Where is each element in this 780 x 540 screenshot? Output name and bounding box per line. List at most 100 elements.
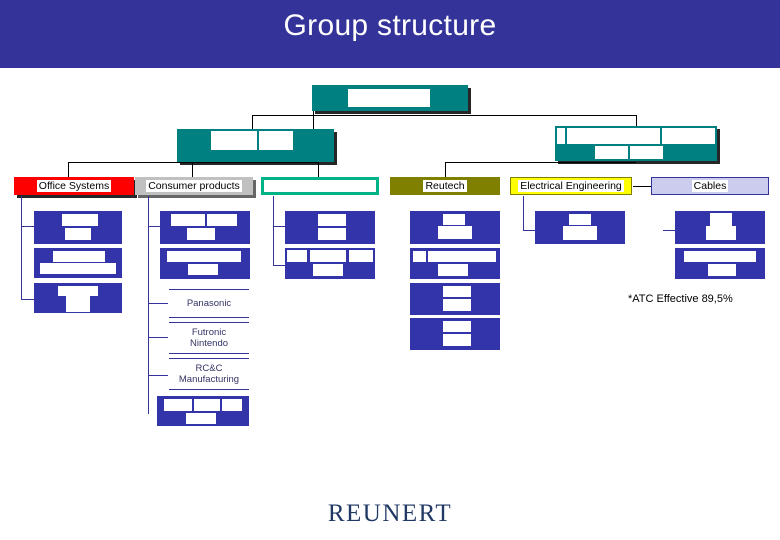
connector-consumer-products-spine <box>148 196 149 414</box>
connector-tier2-bus <box>252 115 637 116</box>
unlabelled-sub-1-redaction-b <box>318 228 346 240</box>
division-office-systems[interactable]: Office Systems <box>14 177 134 195</box>
consumer-products-sub-1-redaction-b <box>207 214 237 226</box>
connector-tier3-bus-right <box>445 162 636 163</box>
consumer-products-sub-2 <box>160 248 250 279</box>
division-group-right-box <box>555 126 717 161</box>
reutech-sub-3 <box>410 283 500 315</box>
electrical-engineering-sub-1 <box>535 211 625 244</box>
connector-root-stem <box>313 111 314 132</box>
connector-electrical-engineering-branch-1 <box>523 230 535 231</box>
connector-consumer-products-branch-futronic <box>148 337 168 338</box>
connector-consumer-products-branch-1 <box>148 226 160 227</box>
reutech-sub-3-redaction-a <box>443 286 471 297</box>
division-group-right-redaction-a <box>557 128 565 144</box>
unlabelled-sub-2-redaction-d <box>313 264 343 276</box>
consumer-products-sub-last-redaction-b <box>194 399 220 411</box>
connector-drop-office-systems <box>68 162 69 178</box>
division-group-right-redaction-d <box>595 146 628 159</box>
cables-sub-1-redaction-b <box>706 226 736 240</box>
connector-electrical-engineering-spine <box>523 196 524 231</box>
consumer-products-sub-last-redaction-d <box>186 413 216 424</box>
reutech-sub-2-redaction-b <box>428 251 496 262</box>
reutech-sub-1-redaction-a <box>443 214 465 225</box>
division-group-right-redaction-c <box>662 128 715 144</box>
division-consumer-products[interactable]: Consumer products <box>135 177 253 195</box>
page-title: Group structure <box>283 9 497 42</box>
connector-ee-to-cables <box>633 186 651 187</box>
connector-tier3-bus-left <box>68 162 318 163</box>
reunert-logo: REUNERT <box>327 500 453 527</box>
connector-consumer-products-branch-rcc <box>148 375 168 376</box>
connector-office-systems-branch-3 <box>21 299 34 300</box>
unlabelled-sub-2-redaction-c <box>349 250 373 262</box>
reutech-sub-4 <box>410 318 500 350</box>
electrical-engineering-sub-1-redaction-a <box>569 214 591 225</box>
connector-office-systems-branch-1 <box>21 226 34 227</box>
division-office-systems-label: Office Systems <box>36 180 112 192</box>
consumer-products-sub-last-redaction-a <box>164 399 192 411</box>
reutech-sub-4-redaction-a <box>443 321 471 332</box>
unlabelled-sub-2-redaction-b <box>310 250 346 262</box>
connector-unlabelled-spine <box>273 196 274 266</box>
footnote-atc-effective: *ATC Effective 89,5% <box>628 293 733 305</box>
office-systems-sub-3-redaction-a <box>58 286 98 296</box>
brand-futronic-nintendo-label: Futronic Nintendo <box>189 327 229 349</box>
unlabelled-sub-2 <box>285 248 375 279</box>
office-systems-sub-3-redaction-b <box>66 296 90 312</box>
consumer-products-sub-2-redaction-b <box>188 264 218 275</box>
consumer-products-sub-1-redaction-a <box>171 214 205 226</box>
reutech-sub-1 <box>410 211 500 244</box>
reutech-sub-4-redaction-b <box>443 334 471 346</box>
group-holding-redaction <box>348 89 430 107</box>
reutech-sub-2-redaction-c <box>438 264 468 276</box>
consumer-products-sub-last <box>157 396 249 426</box>
connector-unlabelled-branch-2 <box>273 265 285 266</box>
division-consumer-products-label: Consumer products <box>146 180 242 192</box>
office-systems-sub-1-redaction-b <box>65 228 91 240</box>
consumer-products-sub-1-redaction-c <box>187 228 215 240</box>
division-reutech[interactable]: Reutech <box>390 177 500 195</box>
brand-panasonic: Panasonic <box>169 289 249 318</box>
division-cables[interactable]: Cables <box>651 177 769 195</box>
cables-sub-2-redaction-b <box>708 264 736 276</box>
cables-sub-1-redaction-a <box>710 213 732 226</box>
division-unlabelled[interactable] <box>261 177 379 195</box>
office-systems-sub-1 <box>34 211 122 244</box>
division-group-right-redaction-b <box>567 128 660 144</box>
consumer-products-sub-1 <box>160 211 250 244</box>
division-group-left-box <box>177 129 334 162</box>
consumer-products-sub-2-redaction-a <box>167 251 241 262</box>
title-banner <box>0 0 780 68</box>
connector-office-systems-spine <box>21 196 22 300</box>
brand-rcc-manufacturing: RC&C Manufacturing <box>169 358 249 390</box>
office-systems-sub-3 <box>34 283 122 313</box>
cables-sub-2-redaction-a <box>684 251 756 262</box>
connector-tier2-right-drop <box>636 115 637 131</box>
office-systems-sub-2-redaction-a <box>53 251 105 262</box>
office-systems-sub-1-redaction-a <box>62 214 98 226</box>
division-group-right-redaction-e <box>630 146 663 159</box>
division-group-left-redaction-b <box>259 131 293 150</box>
cables-sub-1 <box>675 211 765 244</box>
division-electrical-engineering[interactable]: Electrical Engineering <box>510 177 632 195</box>
connector-drop-reutech <box>445 162 446 178</box>
brand-panasonic-label: Panasonic <box>186 298 232 309</box>
division-electrical-engineering-label: Electrical Engineering <box>518 180 624 192</box>
consumer-products-sub-last-redaction-c <box>222 399 242 411</box>
reutech-sub-3-redaction-b <box>443 299 471 311</box>
division-group-left-redaction-a <box>211 131 257 150</box>
brand-futronic-nintendo: Futronic Nintendo <box>169 322 249 354</box>
group-holding-box <box>312 85 468 111</box>
cables-sub-2 <box>675 248 765 279</box>
office-systems-sub-2 <box>34 248 122 278</box>
unlabelled-sub-2-redaction-a <box>287 250 307 262</box>
reutech-sub-1-redaction-b <box>438 226 472 239</box>
connector-unlabelled-branch-1 <box>273 226 285 227</box>
reutech-sub-2 <box>410 248 500 279</box>
electrical-engineering-sub-1-redaction-b <box>563 226 597 240</box>
connector-tier2-left-drop <box>252 115 253 131</box>
division-reutech-label: Reutech <box>423 180 467 192</box>
connector-consumer-products-branch-panasonic <box>148 303 168 304</box>
